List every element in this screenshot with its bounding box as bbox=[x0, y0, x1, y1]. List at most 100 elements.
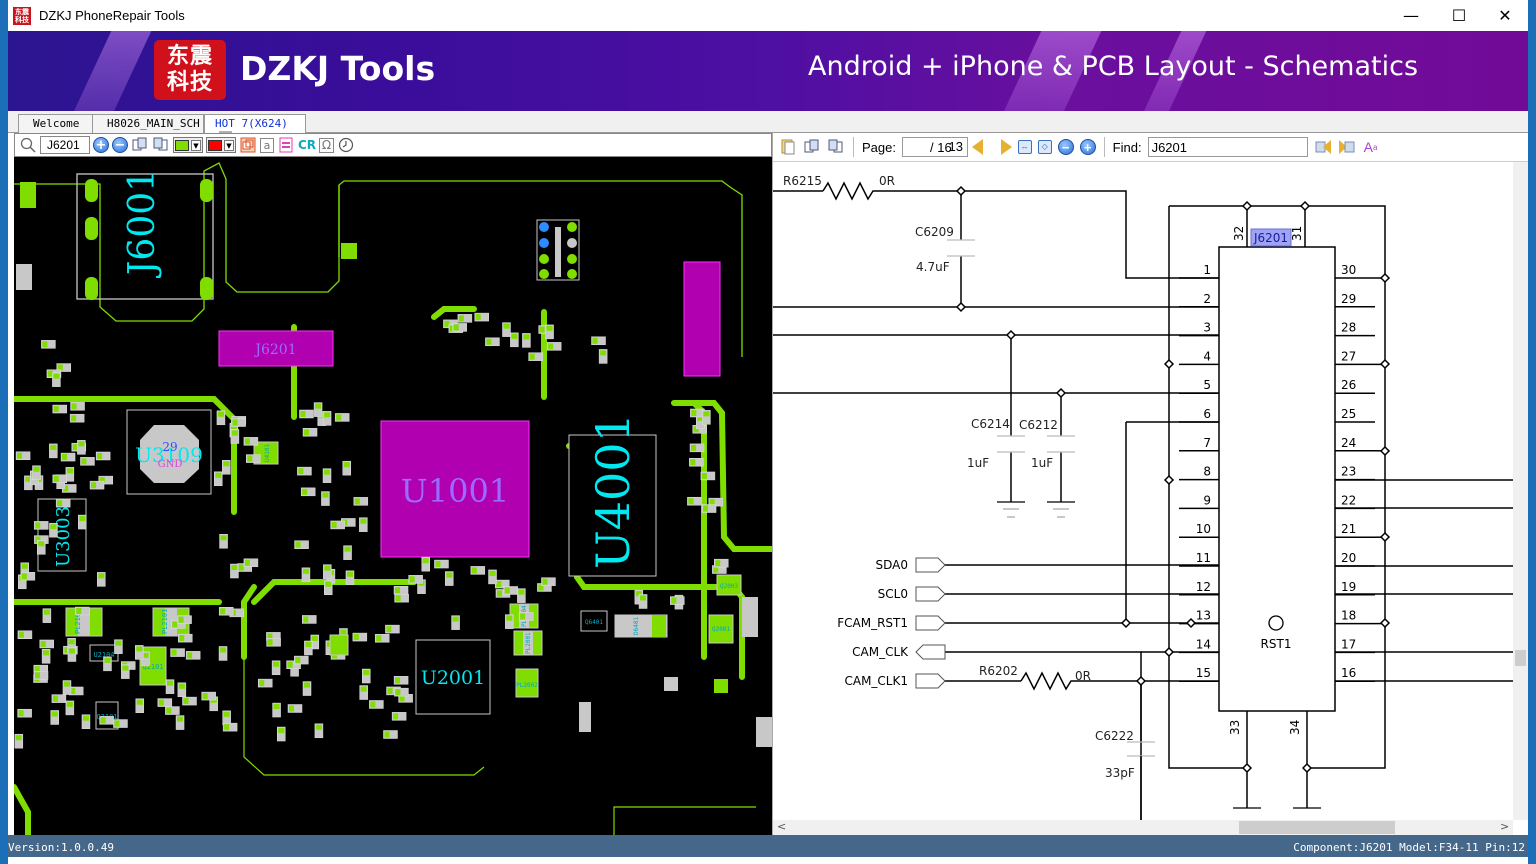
passive-pad bbox=[287, 661, 293, 668]
resistance-icon[interactable]: Ω bbox=[319, 137, 334, 153]
ic-j6201-body[interactable] bbox=[1218, 246, 1336, 712]
text-toggle-icon[interactable]: a bbox=[260, 137, 274, 153]
horizontal-scrollbar[interactable]: < > bbox=[773, 820, 1513, 835]
passive-pad bbox=[62, 454, 68, 461]
pad bbox=[756, 717, 772, 747]
pin-number: 11 bbox=[1196, 551, 1211, 565]
passive-pad bbox=[693, 426, 699, 433]
component-j6201-highlighted[interactable]: J6201 bbox=[218, 330, 334, 367]
passive-pad bbox=[548, 343, 554, 350]
passive-pad bbox=[243, 437, 259, 446]
passive-pad bbox=[215, 472, 222, 478]
scroll-right-arrow[interactable]: > bbox=[1500, 820, 1510, 833]
reset-icon[interactable] bbox=[337, 136, 355, 154]
component-u1001[interactable]: U1001 bbox=[380, 420, 530, 558]
pad-color-picker[interactable]: ▼ bbox=[173, 137, 203, 153]
cr-button[interactable]: CR bbox=[297, 138, 317, 152]
fit-width-button[interactable]: ↔ bbox=[1017, 140, 1032, 154]
tab-welcome[interactable]: Welcome bbox=[18, 114, 94, 133]
scroll-thumb[interactable] bbox=[1515, 650, 1526, 666]
fit-page-button[interactable]: ◇ bbox=[1037, 140, 1052, 154]
passive-pad bbox=[496, 581, 502, 588]
net-port-fcam-rst1[interactable] bbox=[915, 615, 946, 631]
net-port-scl0[interactable] bbox=[915, 586, 946, 602]
passive-pad bbox=[638, 594, 648, 609]
close-button[interactable]: ✕ bbox=[1498, 6, 1512, 25]
zoom-in-button[interactable]: + bbox=[93, 137, 109, 153]
net-port-cam-clk[interactable] bbox=[915, 644, 946, 660]
passive-pad bbox=[114, 720, 120, 727]
zoom-out-button[interactable]: − bbox=[1057, 139, 1074, 155]
component-j6001[interactable]: J6001 bbox=[76, 169, 214, 300]
component-pl2101[interactable]: PL2101 bbox=[152, 607, 190, 637]
rotate-left-icon[interactable] bbox=[827, 138, 845, 156]
passive-pad bbox=[322, 468, 332, 483]
passive-pad bbox=[359, 685, 368, 700]
component-search-input[interactable] bbox=[40, 136, 90, 154]
ref-r6215: R6215 bbox=[783, 174, 822, 188]
pane-splitter[interactable] bbox=[772, 133, 773, 835]
component-u3003[interactable]: U3003 bbox=[37, 498, 87, 572]
label-pl2001: PL2001 bbox=[525, 632, 532, 654]
component-connector-right[interactable] bbox=[683, 261, 721, 377]
net-label: FCAM_RST1 bbox=[837, 616, 908, 630]
passive-pad bbox=[52, 695, 58, 702]
highlight-color-picker[interactable]: ▼ bbox=[206, 137, 236, 153]
label-gnd: GND bbox=[158, 459, 183, 470]
zoom-in-button[interactable]: + bbox=[1079, 139, 1096, 155]
find-next-icon[interactable] bbox=[1338, 138, 1356, 156]
passive-pad bbox=[302, 488, 308, 495]
open-file-icon[interactable] bbox=[779, 138, 797, 156]
component-sensor[interactable] bbox=[536, 219, 580, 281]
schematic-canvas[interactable]: 1234567891011121314153029282726252423222… bbox=[773, 162, 1513, 820]
passive-pad bbox=[343, 545, 352, 560]
rotate-right-icon[interactable] bbox=[131, 136, 149, 154]
maximize-button[interactable]: ☐ bbox=[1451, 6, 1467, 25]
component-u2001[interactable]: U2001 bbox=[415, 639, 491, 715]
net-port-cam-clk1[interactable] bbox=[915, 673, 946, 689]
page-number-input[interactable]: 13 bbox=[901, 137, 968, 157]
passive-pad bbox=[353, 634, 359, 641]
resistor-r6215 bbox=[822, 181, 883, 201]
list-icon[interactable] bbox=[277, 136, 295, 154]
passive-pad bbox=[244, 438, 250, 445]
rotate-right-icon[interactable] bbox=[803, 138, 821, 156]
component-u4001[interactable]: U4001 bbox=[568, 413, 657, 577]
label-u2104: U2104 bbox=[93, 651, 114, 659]
passive-pad bbox=[713, 566, 719, 573]
tab-h8026-main-sch[interactable]: H8026_MAIN_SCH bbox=[92, 114, 204, 133]
layers-icon[interactable] bbox=[239, 136, 257, 154]
component-q2001[interactable]: Q2001 bbox=[708, 614, 734, 644]
component-q6401[interactable]: Q6401 bbox=[580, 610, 608, 632]
passive-pad bbox=[395, 677, 401, 684]
find-previous-icon[interactable] bbox=[1314, 138, 1332, 156]
passive-pad bbox=[60, 452, 76, 462]
junction-dot bbox=[1120, 617, 1132, 629]
net-port-sda0[interactable] bbox=[915, 557, 946, 573]
tab-hot7-x624[interactable]: HOT 7(X624)✕ bbox=[204, 114, 306, 144]
passive-pad bbox=[69, 413, 85, 423]
scroll-left-arrow[interactable]: < bbox=[777, 820, 787, 833]
pin-number: 27 bbox=[1341, 349, 1356, 363]
pcb-canvas[interactable]: J6001 J6201 U3109 29 GND bbox=[14, 157, 772, 835]
vertical-scrollbar[interactable] bbox=[1513, 162, 1528, 820]
passive-pad bbox=[216, 410, 226, 426]
test-point-rst1[interactable] bbox=[1268, 615, 1284, 631]
component-u3109[interactable]: U3109 29 GND bbox=[126, 409, 212, 495]
component-d6401[interactable]: D6401 bbox=[614, 614, 668, 638]
scroll-thumb[interactable] bbox=[1239, 821, 1395, 834]
zoom-out-button[interactable]: − bbox=[112, 137, 128, 153]
component-q2003[interactable]: Q2003 bbox=[716, 574, 742, 596]
pin-number: 7 bbox=[1203, 436, 1211, 450]
minimize-button[interactable]: — bbox=[1403, 6, 1419, 25]
component-ref-j6201[interactable]: J6201 bbox=[1253, 231, 1288, 245]
find-input[interactable] bbox=[1147, 137, 1308, 157]
component-pl2002[interactable]: PL2002 bbox=[515, 668, 539, 698]
previous-page-button[interactable] bbox=[971, 139, 983, 155]
passive-pad bbox=[474, 312, 489, 322]
component-pl2001[interactable]: PL2001 bbox=[513, 630, 543, 656]
rotate-left-icon[interactable] bbox=[152, 136, 170, 154]
passive-pad bbox=[302, 568, 309, 574]
next-page-button[interactable] bbox=[1000, 139, 1012, 155]
